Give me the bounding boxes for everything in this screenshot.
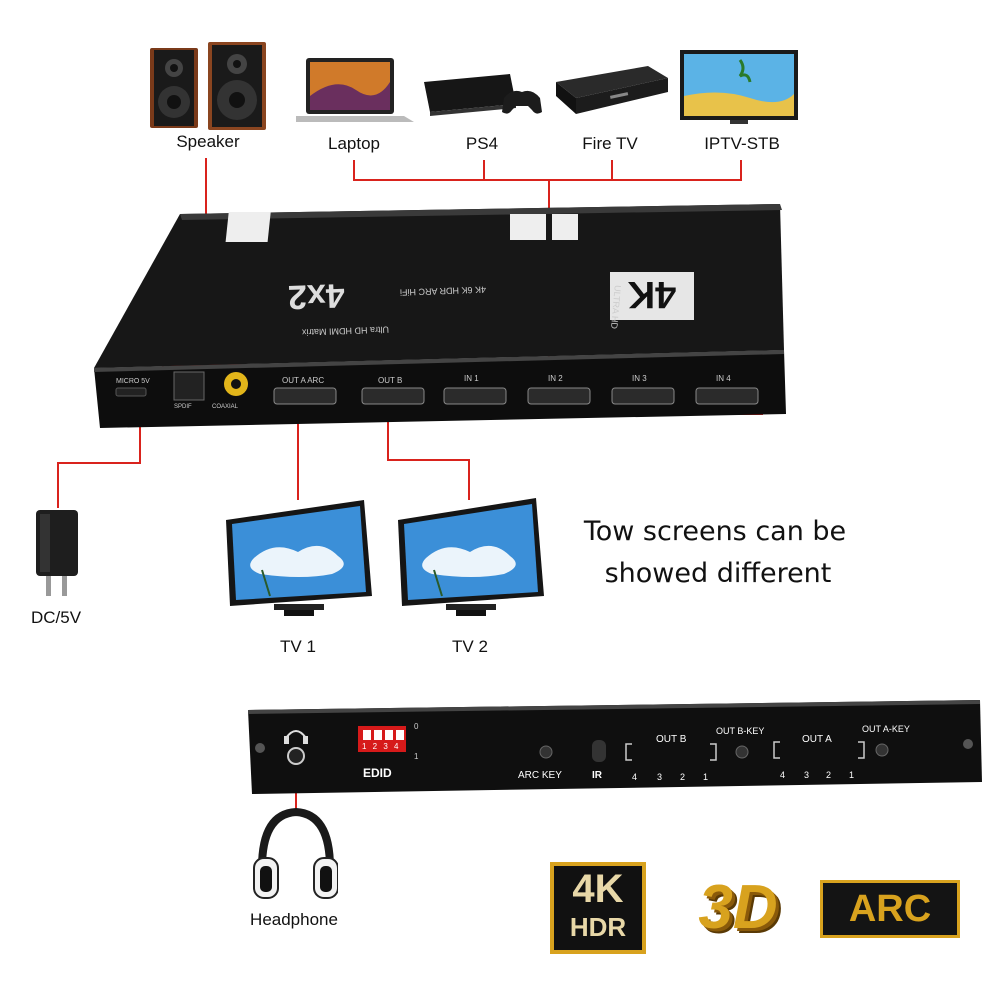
iptv-icon: [680, 50, 798, 124]
ir-label: IR: [592, 770, 602, 781]
out-a-key-label: OUT A-KEY: [862, 724, 910, 734]
in1-port-label: IN 1: [464, 374, 479, 383]
led-a-1: 1: [849, 770, 855, 780]
arc-key-label: ARC KEY: [518, 770, 562, 781]
dip-one-label: 1: [414, 752, 419, 761]
badge-4k-hdr: 4K HDR: [550, 862, 646, 954]
tv1-icon: [226, 500, 372, 616]
laptop-icon: [296, 58, 414, 122]
speaker-label: Speaker: [176, 132, 240, 151]
badge-arc-text: ARC: [848, 888, 932, 930]
top-model-text: 4x2: [287, 276, 346, 316]
in3-port-label: IN 3: [632, 374, 647, 383]
out-b-label: OUT B: [656, 734, 687, 745]
tagline-line2: showed different: [604, 558, 832, 589]
micro-port-label: MICRO 5V: [116, 378, 150, 385]
out-a-arc-port-label: OUT A ARC: [282, 376, 325, 385]
tv2-label: TV 2: [452, 637, 488, 656]
led-a-4: 4: [780, 770, 786, 780]
spdif-label: SPDIF: [174, 404, 192, 410]
power-adapter-icon: [36, 510, 78, 596]
laptop-label: Laptop: [328, 134, 380, 153]
badge-arc: ARC: [820, 880, 960, 938]
tv2-icon: [398, 498, 544, 616]
in2-port-label: IN 2: [548, 374, 563, 383]
coaxial-label: COAXIAL: [212, 404, 239, 410]
matrix-front-device: 4K: [94, 204, 786, 428]
in4-port-label: IN 4: [716, 374, 731, 383]
ps4-icon: [424, 74, 542, 116]
led-a-3: 3: [804, 770, 810, 780]
led-b-1: 1: [703, 772, 709, 782]
speaker-icon: [150, 42, 266, 130]
out-b-key-label: OUT B-KEY: [716, 726, 765, 736]
firetv-label: Fire TV: [582, 134, 638, 153]
badge-3d: 3D: [698, 873, 778, 942]
out-b-port-label: OUT B: [378, 376, 403, 385]
tv1-label: TV 1: [280, 637, 316, 656]
firetv-icon: [556, 66, 668, 114]
led-b-4: 4: [632, 772, 638, 782]
badge-4k-text: 4K: [572, 867, 624, 911]
edid-label: EDID: [363, 766, 392, 780]
ps4-label: PS4: [465, 134, 499, 153]
out-a-label: OUT A: [802, 734, 832, 745]
svg-text:4K: 4K: [627, 273, 676, 315]
dip-zero-label: 0: [414, 722, 419, 731]
tagline-line1: Tow screens can be: [583, 516, 847, 547]
led-a-2: 2: [826, 770, 832, 780]
dc-label: DC/5V: [30, 608, 82, 627]
badge-hdr-text: HDR: [569, 912, 627, 942]
led-b-3: 3: [657, 772, 663, 782]
headphone-label: Headphone: [250, 910, 338, 929]
dip-numbers: 1 2 3 4: [362, 742, 401, 751]
matrix-back-device: [248, 700, 982, 794]
led-b-2: 2: [680, 772, 686, 782]
headphone-icon: [253, 808, 338, 899]
iptv-label: IPTV-STB: [704, 134, 780, 153]
